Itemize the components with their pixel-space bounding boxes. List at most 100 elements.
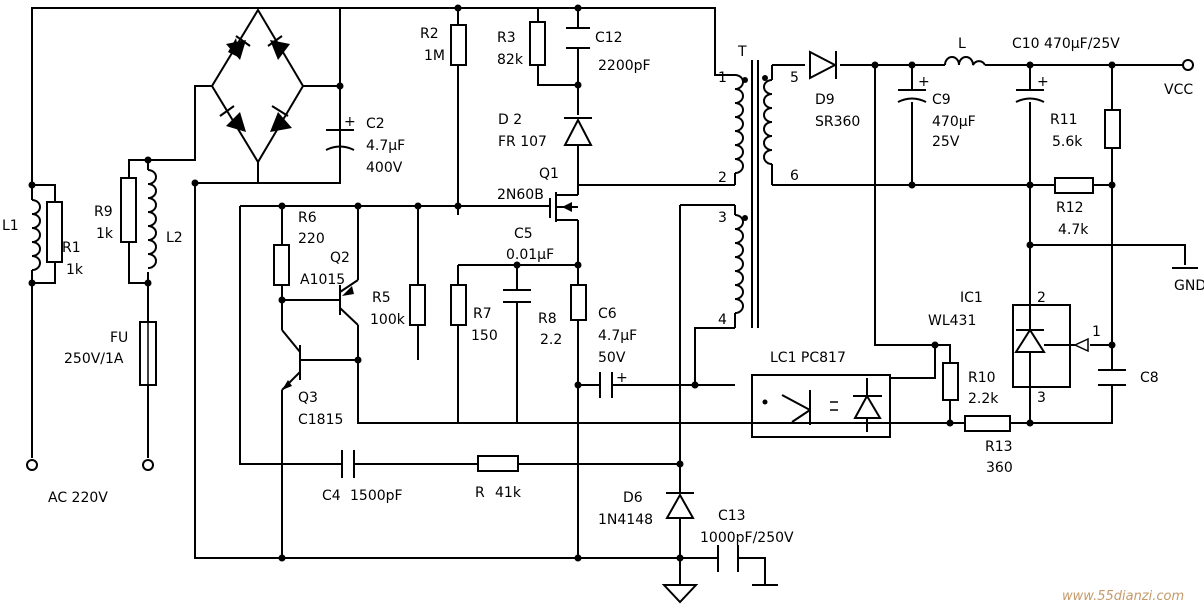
capacitor-c10 bbox=[1015, 89, 1045, 103]
r6-value: 220 bbox=[298, 231, 325, 247]
junction-dots bbox=[28, 4, 1116, 562]
diode-d6 bbox=[665, 490, 695, 525]
d2-ref: D 2 bbox=[498, 112, 522, 128]
lc1-label: LC1 PC817 bbox=[770, 350, 846, 366]
q2-value: A1015 bbox=[300, 272, 345, 288]
r9-ref: R9 bbox=[94, 204, 113, 220]
t-pin-1: 1 bbox=[718, 70, 727, 86]
d9-ref: D9 bbox=[815, 92, 835, 108]
mosfet-q1 bbox=[549, 192, 578, 222]
resistor-r9 bbox=[120, 177, 137, 243]
capacitor-c13 bbox=[717, 545, 739, 572]
d6-value: 1N4148 bbox=[598, 512, 653, 528]
capacitor-c8 bbox=[1098, 369, 1126, 386]
c2-polarity: + bbox=[344, 114, 356, 130]
capacitor-c4 bbox=[341, 450, 363, 478]
ground-icon bbox=[661, 584, 699, 604]
vcc-terminal bbox=[1182, 59, 1194, 71]
t-pin-4: 4 bbox=[718, 312, 727, 328]
resistor-r12 bbox=[1054, 177, 1094, 194]
q3-ref: Q3 bbox=[298, 390, 318, 406]
t-pin-3: 3 bbox=[718, 210, 727, 226]
ic1-pin-3: 3 bbox=[1037, 390, 1046, 406]
r10-ref: R10 bbox=[968, 370, 996, 386]
q1-value: 2N60B bbox=[497, 187, 544, 203]
optocoupler-lc1 bbox=[751, 374, 891, 438]
capacitor-c9 bbox=[897, 89, 927, 103]
r3-ref: R3 bbox=[497, 30, 516, 46]
d9-value: SR360 bbox=[815, 114, 860, 130]
r2-value: 1M bbox=[424, 48, 445, 64]
inductor-l1 bbox=[31, 199, 41, 271]
r12-ref: R12 bbox=[1056, 200, 1084, 216]
resistor-r10 bbox=[942, 362, 959, 401]
c8-ref: C8 bbox=[1140, 370, 1159, 386]
c6-value: 4.7μF bbox=[598, 328, 637, 344]
transformer-t bbox=[734, 60, 773, 328]
t-pin-6: 6 bbox=[790, 168, 799, 184]
r1-ref: R1 bbox=[62, 240, 81, 256]
resistor-r6 bbox=[273, 244, 290, 286]
bridge-rectifier bbox=[210, 8, 305, 164]
t-pin-2: 2 bbox=[718, 170, 727, 186]
r7-ref: R7 bbox=[473, 306, 492, 322]
c2-value: 4.7μF bbox=[366, 138, 405, 154]
c9-ref: C9 bbox=[932, 92, 951, 108]
r5-ref: R5 bbox=[372, 290, 391, 306]
ic1-ref: IC1 bbox=[960, 290, 983, 306]
capacitor-c5 bbox=[503, 289, 531, 303]
capacitor-c12 bbox=[566, 27, 590, 49]
c5-ref: C5 bbox=[514, 226, 533, 242]
resistor-r7 bbox=[450, 284, 467, 326]
r-ref: R bbox=[475, 485, 485, 501]
c6-voltage: 50V bbox=[598, 350, 626, 366]
t-ref: T bbox=[737, 44, 747, 60]
fu-value: 250V/1A bbox=[64, 351, 124, 367]
inductor-l bbox=[944, 56, 986, 66]
resistor-r3 bbox=[529, 21, 546, 66]
c9-voltage: 25V bbox=[932, 134, 960, 150]
r12-value: 4.7k bbox=[1058, 222, 1089, 238]
c12-ref: C12 bbox=[595, 30, 623, 46]
ic1-pin-2: 2 bbox=[1037, 290, 1046, 306]
r6-ref: R6 bbox=[298, 210, 317, 226]
c10-polarity: + bbox=[1037, 74, 1049, 90]
resistor-r bbox=[477, 455, 519, 472]
resistor-r5 bbox=[409, 284, 426, 326]
r9-value: 1k bbox=[96, 226, 114, 242]
resistor-r13 bbox=[964, 415, 1011, 432]
vcc-label: VCC bbox=[1164, 82, 1193, 98]
r8-value: 2.2 bbox=[540, 332, 562, 348]
resistor-r8 bbox=[570, 284, 587, 321]
q3-value: C1815 bbox=[298, 412, 343, 428]
q2-ref: Q2 bbox=[330, 250, 350, 266]
r8-ref: R8 bbox=[538, 311, 557, 327]
d2-value: FR 107 bbox=[498, 134, 547, 150]
r1-value: 1k bbox=[66, 262, 84, 278]
transistor-q2 bbox=[339, 279, 359, 326]
c9-value: 470μF bbox=[932, 114, 976, 130]
r11-value: 5.6k bbox=[1052, 134, 1083, 150]
diode-d2 bbox=[563, 117, 593, 146]
c4-ref: C4 bbox=[322, 488, 341, 504]
transistor-q3 bbox=[281, 329, 301, 391]
capacitor-c2 bbox=[325, 129, 355, 151]
labels: L1 R1 1k R9 1k L2 FU 250V/1A AC 220V C2 … bbox=[2, 26, 1204, 604]
q1-ref: Q1 bbox=[539, 166, 559, 182]
r7-value: 150 bbox=[471, 328, 498, 344]
gnd-label: GND bbox=[1174, 278, 1204, 294]
c2-ref: C2 bbox=[366, 116, 385, 132]
c5-value: 0.01μF bbox=[506, 247, 554, 263]
c10-label: C10 470μF/25V bbox=[1012, 36, 1120, 52]
c9-polarity: + bbox=[918, 74, 930, 90]
l1-ref: L1 bbox=[2, 218, 19, 234]
r3-value: 82k bbox=[497, 52, 524, 68]
r5-value: 100k bbox=[370, 312, 406, 328]
r11-ref: R11 bbox=[1050, 112, 1078, 128]
ic1-value: WL431 bbox=[928, 313, 976, 329]
watermark: www.55dianzi.com bbox=[1062, 589, 1184, 604]
c4-value: 1500pF bbox=[350, 488, 403, 504]
c6-ref: C6 bbox=[598, 306, 617, 322]
ac-input-terminals bbox=[26, 459, 154, 471]
